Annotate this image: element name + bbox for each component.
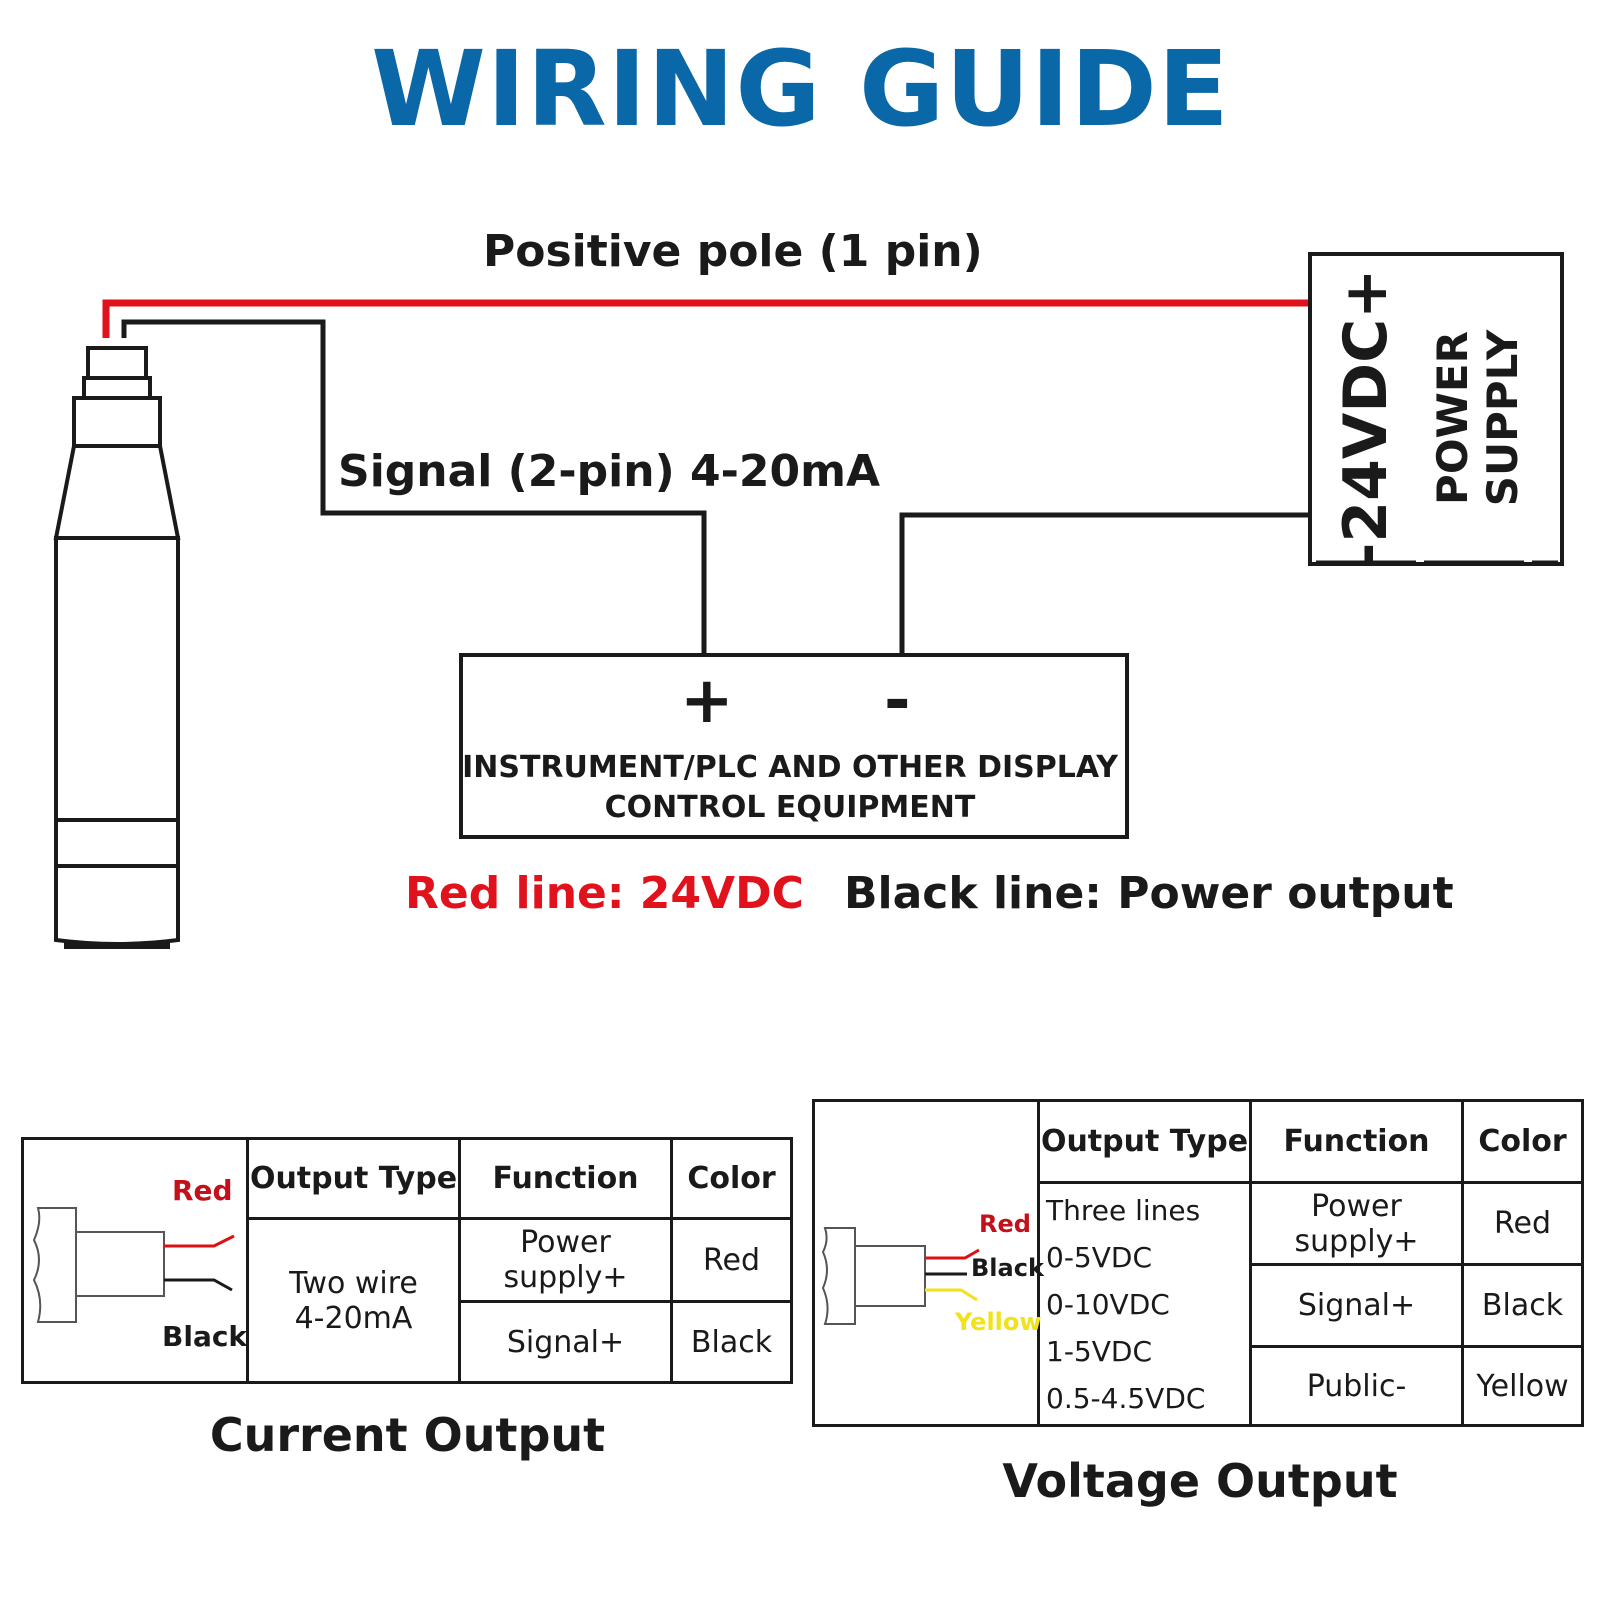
voltage-function-cell: Public- <box>1249 1345 1464 1427</box>
equipment-label-line1: INSTRUMENT/PLC AND OTHER DISPLAY <box>462 750 1118 785</box>
voltage-color-cell: Black <box>1461 1263 1584 1348</box>
plus-terminal: + <box>680 664 734 738</box>
voltage-header-output-type: Output Type <box>1037 1099 1252 1184</box>
voltage-color-cell: Yellow <box>1461 1345 1584 1427</box>
current-header-color: Color <box>670 1137 793 1220</box>
current-red-label: Red <box>172 1174 233 1207</box>
voltage-output-type-item: 1-5VDC <box>1046 1334 1152 1368</box>
current-output-table: Red Black Output Type Function Color Two… <box>21 1137 793 1384</box>
current-black-label: Black <box>162 1320 248 1353</box>
voltage-header-function: Function <box>1249 1099 1464 1184</box>
current-output-caption: Current Output <box>209 1408 606 1462</box>
red-wire <box>102 299 1310 338</box>
voltage-connector-cell: Red Black Yellow <box>812 1099 1044 1427</box>
connector-icon <box>32 1207 235 1323</box>
connector-icon <box>821 1227 980 1325</box>
power-supply-label-line1: POWER <box>1428 331 1477 505</box>
voltage-function-cell: Signal+ <box>1249 1263 1464 1348</box>
current-color-cell: Black <box>670 1300 793 1384</box>
voltage-output-type-item: 0-5VDC <box>1046 1240 1152 1274</box>
page-title: WIRING GUIDE <box>371 28 1230 150</box>
voltage-function-cell: Power supply+ <box>1249 1181 1464 1266</box>
voltage-output-type-item: Three lines <box>1046 1193 1201 1227</box>
voltage-output-type-item: 0.5-4.5VDC <box>1046 1381 1206 1415</box>
wiring-diagram <box>53 252 1564 949</box>
minus-terminal: - <box>884 664 911 738</box>
current-function-cell: Signal+ <box>458 1300 673 1384</box>
voltage-output-type-item: 0-10VDC <box>1046 1287 1170 1321</box>
current-header-function: Function <box>458 1137 673 1220</box>
power-supply-label-line2: SUPPLY <box>1478 329 1527 507</box>
voltage-header-color: Color <box>1461 1099 1584 1184</box>
legend-black-line: Black line: Power output <box>844 868 1454 919</box>
voltage-red-label: Red <box>979 1210 1031 1238</box>
positive-pole-label: Positive pole (1 pin) <box>483 226 983 277</box>
equipment-box <box>459 653 1129 839</box>
power-supply-label: POWER SUPPLY <box>1428 298 1532 538</box>
voltage-output-caption: Voltage Output <box>1002 1454 1398 1508</box>
current-output-type-line2: 4-20mA <box>294 1300 413 1336</box>
signal-label: Signal (2-pin) 4-20mA <box>338 446 881 497</box>
equipment-label-line2: CONTROL EQUIPMENT <box>604 790 976 825</box>
current-output-type-line1: Two wire <box>289 1265 418 1301</box>
power-supply-voltage: -24VDC+ <box>1331 268 1401 568</box>
current-function-cell: Power supply+ <box>458 1217 673 1303</box>
voltage-color-cell: Red <box>1461 1181 1584 1266</box>
signal-wire <box>121 319 707 655</box>
current-output-type-cell: Two wire 4-20mA <box>246 1217 461 1384</box>
legend-red-line: Red line: 24VDC <box>405 868 804 919</box>
return-wire <box>899 512 1310 655</box>
voltage-black-label: Black <box>971 1254 1044 1282</box>
current-connector-cell: Red Black <box>21 1137 249 1384</box>
current-header-output-type: Output Type <box>246 1137 461 1220</box>
current-color-cell: Red <box>670 1217 793 1303</box>
voltage-output-type-cell: Three lines 0-5VDC 0-10VDC 1-5VDC 0.5-4.… <box>1037 1181 1252 1427</box>
voltage-yellow-label: Yellow <box>955 1308 1042 1336</box>
voltage-output-table: Red Black Yellow Output Type Function Co… <box>812 1099 1584 1427</box>
power-supply-box <box>1308 252 1564 566</box>
pressure-sensor-probe <box>53 346 181 949</box>
